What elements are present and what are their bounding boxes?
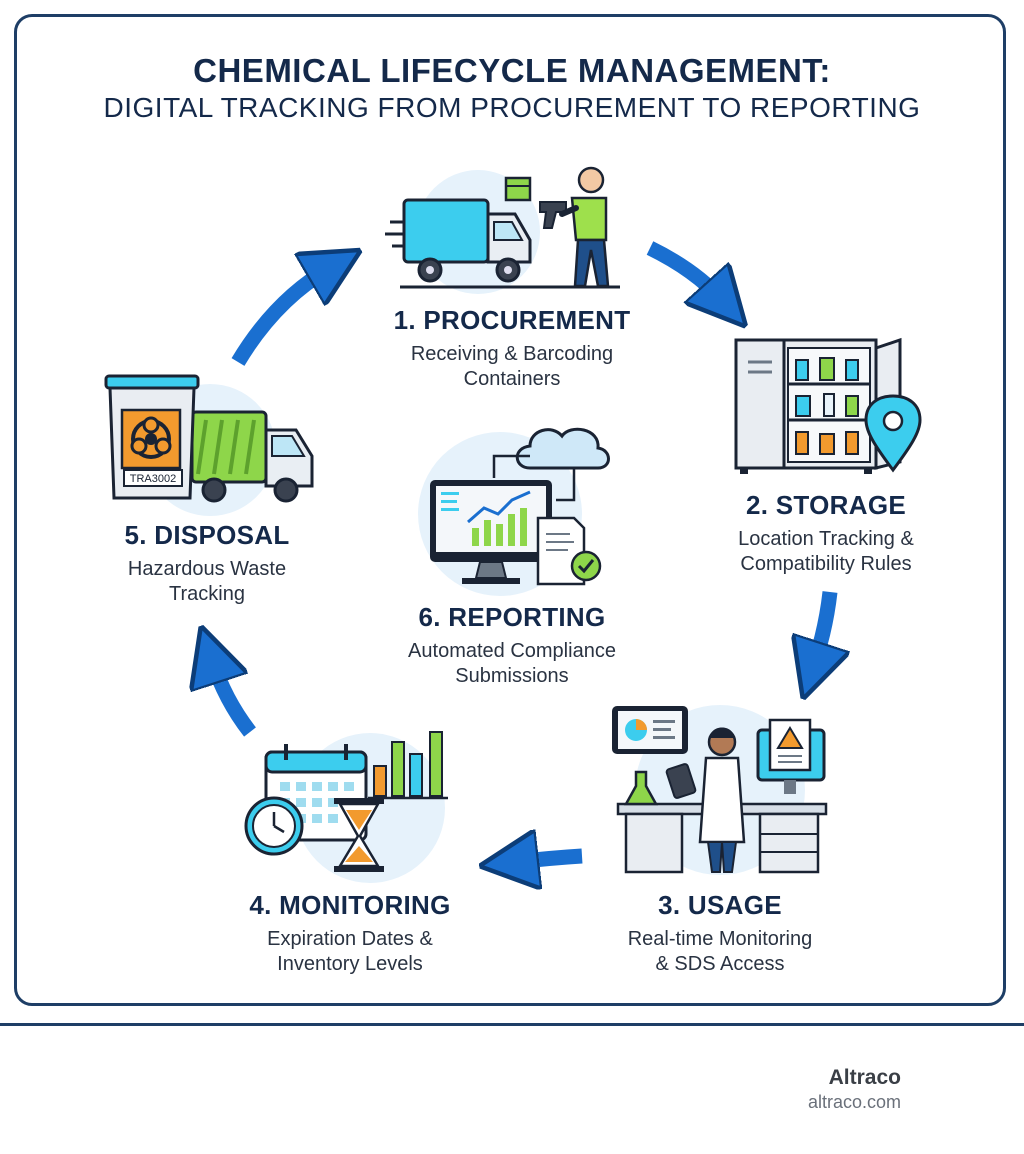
waste-container-label: TRA3002 bbox=[130, 473, 176, 485]
step-heading: 5. DISPOSAL bbox=[124, 520, 290, 550]
step-description-line: Submissions bbox=[455, 665, 569, 687]
footer-divider bbox=[0, 1023, 1024, 1026]
step-description-line: Real-time Monitoring bbox=[627, 928, 813, 950]
arrow-storage-to-usage bbox=[814, 591, 830, 665]
document-check-icon bbox=[536, 516, 602, 586]
waste-bin-icon: TRA3002 bbox=[104, 374, 200, 500]
tablet-chart-icon bbox=[612, 706, 688, 754]
cloud-icon bbox=[492, 427, 610, 502]
worker-scanner-icon bbox=[504, 166, 610, 288]
reporting-illustration bbox=[418, 427, 610, 596]
storage-illustration bbox=[734, 337, 922, 474]
monitoring-illustration bbox=[244, 731, 448, 883]
disposal-illustration: TRA3002 bbox=[104, 374, 314, 516]
step-heading: 6. REPORTING bbox=[418, 602, 606, 632]
garbage-truck-icon bbox=[190, 410, 314, 503]
storage-cabinet-icon bbox=[734, 337, 902, 474]
arrow-usage-to-monitoring bbox=[515, 856, 583, 862]
step-description-line: Hazardous Waste bbox=[127, 558, 287, 580]
bar-chart-icon bbox=[368, 731, 448, 800]
step-description: Automated Compliance Submissions bbox=[362, 639, 662, 689]
step-procurement: 1. PROCUREMENT Receiving & Barcoding Con… bbox=[362, 305, 662, 392]
step-description: Expiration Dates & Inventory Levels bbox=[200, 927, 500, 977]
sds-warning-icon bbox=[756, 718, 826, 794]
usage-illustration bbox=[612, 705, 828, 875]
step-description-line: Containers bbox=[463, 368, 561, 390]
arrow-procurement-to-storage bbox=[646, 241, 722, 300]
step-heading: 3. USAGE bbox=[658, 890, 782, 920]
biohazard-icon bbox=[120, 408, 182, 470]
arrow-disposal-to-procurement bbox=[231, 268, 330, 366]
step-description: Hazardous Waste Tracking bbox=[57, 557, 357, 607]
step-description-line: Tracking bbox=[169, 583, 245, 605]
cycle-arrows bbox=[212, 241, 830, 862]
step-heading: 1. PROCUREMENT bbox=[393, 305, 631, 335]
step-description-line: Automated Compliance bbox=[408, 640, 616, 662]
illustration-layer: TRA3002 bbox=[104, 166, 922, 1020]
arrow-monitoring-to-disposal bbox=[212, 660, 256, 737]
step-heading: 4. MONITORING bbox=[249, 890, 451, 920]
hourglass-icon bbox=[334, 798, 384, 872]
step-description-line: Receiving & Barcoding bbox=[410, 343, 614, 365]
procurement-illustration bbox=[385, 166, 620, 294]
step-description: Real-time Monitoring & SDS Access bbox=[570, 927, 870, 977]
brand-name: Altraco bbox=[828, 1066, 901, 1089]
delivery-truck-icon bbox=[385, 198, 532, 283]
step-description-line: Inventory Levels bbox=[277, 953, 423, 975]
location-pin-icon bbox=[864, 394, 922, 473]
brand-url[interactable]: altraco.com bbox=[807, 1092, 901, 1112]
step-description-line: Location Tracking & bbox=[738, 528, 914, 550]
clock-icon bbox=[244, 796, 304, 856]
step-description-line: & SDS Access bbox=[655, 953, 785, 975]
page-subtitle: DIGITAL TRACKING FROM PROCUREMENT TO REP… bbox=[103, 92, 921, 123]
step-description-line: Expiration Dates & bbox=[267, 928, 433, 950]
step-description: Location Tracking & Compatibility Rules bbox=[676, 527, 976, 577]
step-monitoring: 4. MONITORING Expiration Dates & Invento… bbox=[200, 890, 500, 977]
page-title: CHEMICAL LIFECYCLE MANAGEMENT: bbox=[193, 52, 831, 89]
step-heading: 2. STORAGE bbox=[745, 490, 906, 520]
step-disposal: 5. DISPOSAL Hazardous Waste Tracking bbox=[57, 520, 357, 607]
step-storage: 2. STORAGE Location Tracking & Compatibi… bbox=[676, 490, 976, 577]
step-usage: 3. USAGE Real-time Monitoring & SDS Acce… bbox=[570, 890, 870, 977]
step-description-line: Compatibility Rules bbox=[740, 553, 912, 575]
step-reporting: 6. REPORTING Automated Compliance Submis… bbox=[362, 602, 662, 689]
monitor-chart-icon bbox=[430, 480, 552, 584]
step-description: Receiving & Barcoding Containers bbox=[362, 342, 662, 392]
brand-block: Altraco altraco.com bbox=[771, 1066, 901, 1113]
scientist-icon bbox=[665, 727, 746, 873]
